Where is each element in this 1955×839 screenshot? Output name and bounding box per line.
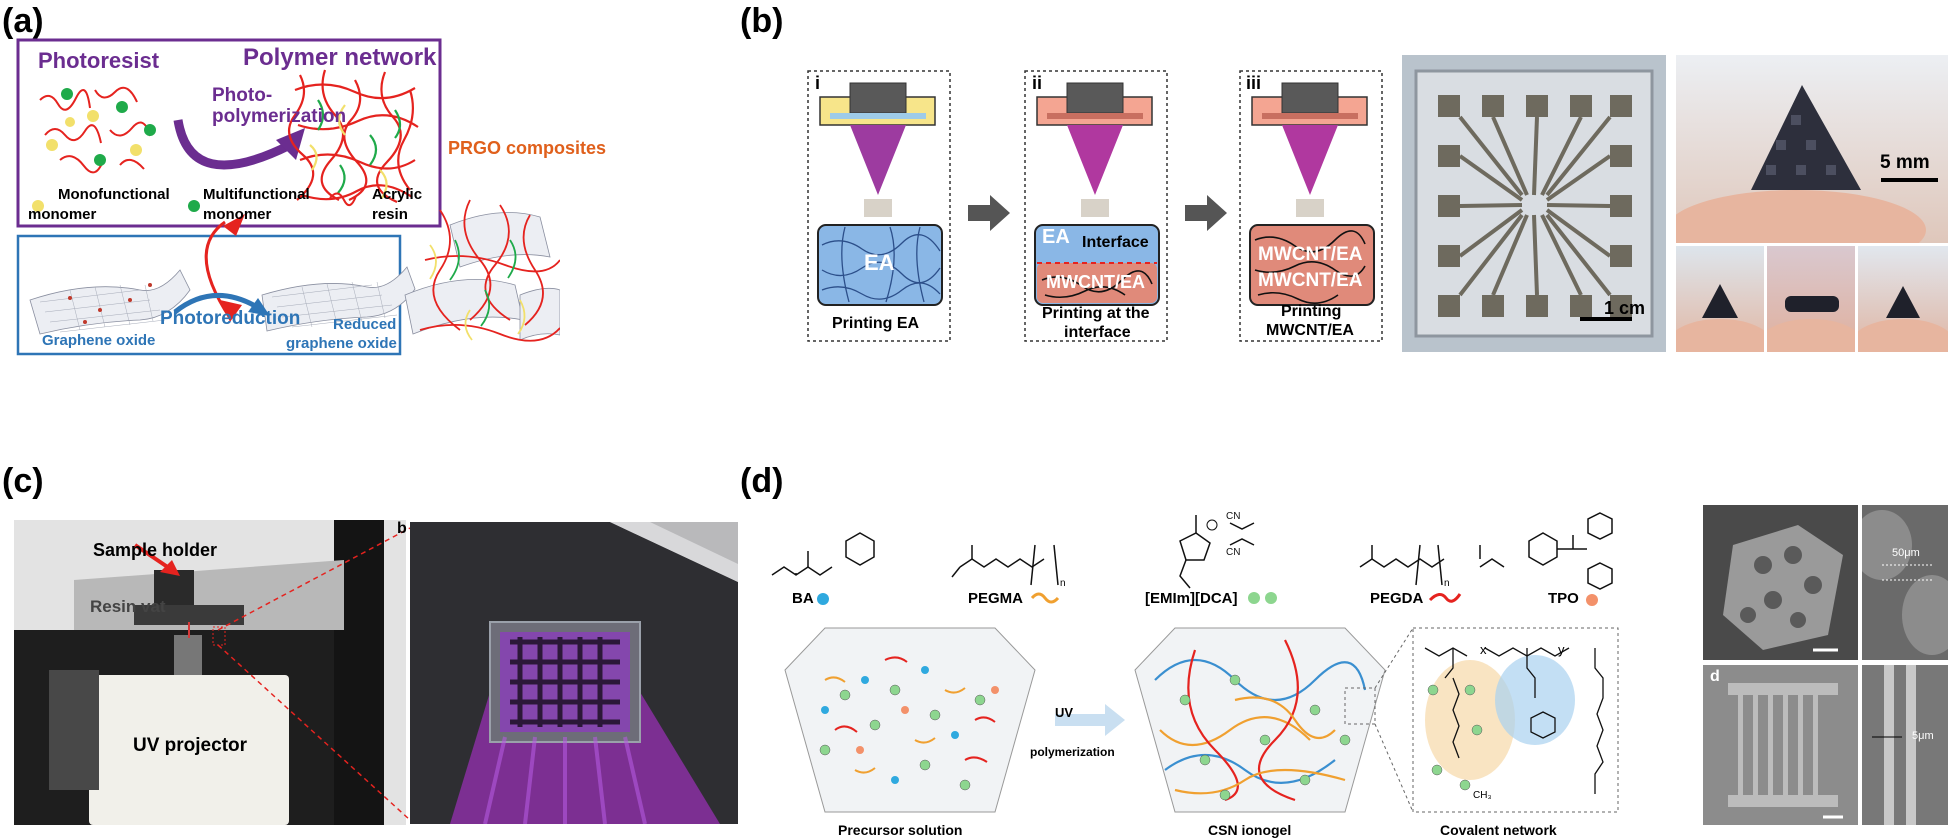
emim-label: [EMIm][DCA] (1145, 590, 1238, 607)
precursor-solution-label: Precursor solution (838, 822, 963, 838)
photo-polymerization-line1: Photo- (212, 85, 273, 106)
reduced-go-line2: graphene oxide (286, 335, 397, 352)
photoreduction-label: Photoreduction (160, 308, 301, 329)
ba-label: BA (792, 590, 814, 607)
monomer-structures: CN CN (771, 511, 1613, 590)
ea-label-step2: EA (1042, 226, 1070, 248)
pegda-subscript-n: n (1444, 578, 1450, 589)
ba-glyph (817, 593, 829, 605)
monofunctional-line1: Monofunctional (58, 186, 170, 203)
step-ii-label: ii (1032, 73, 1043, 93)
mwcnt-ea-label-step3-bottom: MWCNT/EA (1258, 270, 1363, 291)
panel-a-letter: (a) (2, 2, 44, 40)
caption-printing-mwcnt-line1: Printing (1281, 303, 1342, 320)
mwcnt-ea-label-step3-top: MWCNT/EA (1258, 244, 1363, 265)
reduced-go-line1: Reduced (333, 316, 397, 333)
tpo-glyph (1586, 594, 1598, 606)
polymer-network-label: Polymer network (243, 44, 437, 71)
acrylic-line2: resin (372, 206, 408, 223)
tpo-label: TPO (1548, 590, 1579, 607)
interface-label: Interface (1082, 234, 1149, 251)
uv-label: UV (1055, 705, 1074, 720)
panel-b-letter: (b) (740, 2, 784, 40)
photo-polymerization-line2: polymerization (212, 106, 347, 127)
photoresist-label: Photoresist (38, 48, 160, 73)
panel-d-letter: (d) (740, 462, 784, 500)
prgo-composites-label: PRGO composites (448, 138, 607, 158)
caption-printing-mwcnt-line2: MWCNT/EA (1266, 322, 1354, 339)
caption-printing-interface-line2: interface (1064, 324, 1131, 341)
monofunctional-line2: monomer (28, 206, 97, 223)
emim-glyph (1248, 592, 1277, 604)
sem-electrode-zoom-image (1862, 665, 1948, 825)
scale-5um-label: 5μm (1912, 730, 1934, 742)
caption-printing-interface-line1: Printing at the (1042, 305, 1150, 322)
multifunctional-line2: monomer (203, 206, 272, 223)
pyramid-photo-small-1 (1676, 246, 1764, 352)
pegma-label: PEGMA (968, 590, 1024, 607)
svg-text:CN: CN (1226, 511, 1240, 522)
ea-label-step1: EA (864, 250, 895, 275)
scale-bar-5mm: 5 mm (1880, 152, 1930, 173)
sem-gyroid-zoom-image (1862, 505, 1948, 660)
vat-closeup-render (410, 522, 738, 824)
covalent-ch3-label: CH₃ (1473, 790, 1492, 801)
sample-holder-arrow (133, 543, 180, 576)
multifunctional-line1: Multifunctional (203, 186, 310, 203)
pyramid-photo-small-3 (1858, 246, 1948, 352)
covalent-network-label: Covalent network (1440, 822, 1557, 838)
sem-gyroid-image (1703, 505, 1858, 660)
zoom-lines (212, 527, 411, 821)
svg-text:CN: CN (1226, 547, 1240, 558)
step-i-label: i (815, 73, 821, 93)
pyramid-photo-small-2 (1767, 246, 1855, 352)
sem-electrode-image (1703, 665, 1858, 825)
panel-a-graphics (16, 38, 560, 356)
panel-b-schematic (807, 70, 1383, 342)
sample-holder-label: Sample holder (93, 540, 218, 560)
ionogel-schematic (784, 627, 1619, 813)
graphene-oxide-label: Graphene oxide (42, 332, 156, 349)
inset-d-label: d (1710, 668, 1720, 685)
covalent-subscript-x: x (1480, 642, 1487, 657)
inset-b-label: b (397, 520, 407, 537)
pegma-subscript-n: n (1060, 578, 1066, 589)
pegda-glyph (1428, 593, 1462, 603)
csn-ionogel-label: CSN ionogel (1208, 822, 1292, 838)
covalent-subscript-y: y (1558, 642, 1565, 657)
scale-bar-1cm: 1 cm (1604, 298, 1646, 318)
polymerization-label: polymerization (1030, 745, 1115, 759)
pegda-label: PEGDA (1370, 590, 1424, 607)
pyramid-photo-large (1676, 55, 1948, 243)
uv-projector-label: UV projector (133, 735, 248, 756)
scale-50um-label: 50μm (1892, 547, 1920, 559)
panel-c-letter: (c) (2, 462, 44, 500)
acrylic-line1: Acrylic (372, 186, 423, 203)
mwcnt-ea-label-step2: MWCNT/EA (1046, 272, 1145, 292)
caption-printing-ea: Printing EA (832, 315, 920, 332)
pegma-glyph (1030, 592, 1060, 604)
step-iii-label: iii (1246, 73, 1262, 93)
printer-render (14, 520, 406, 825)
printed-pattern-photo (1402, 55, 1666, 352)
resin-vat-label: Resin vat (90, 597, 166, 616)
